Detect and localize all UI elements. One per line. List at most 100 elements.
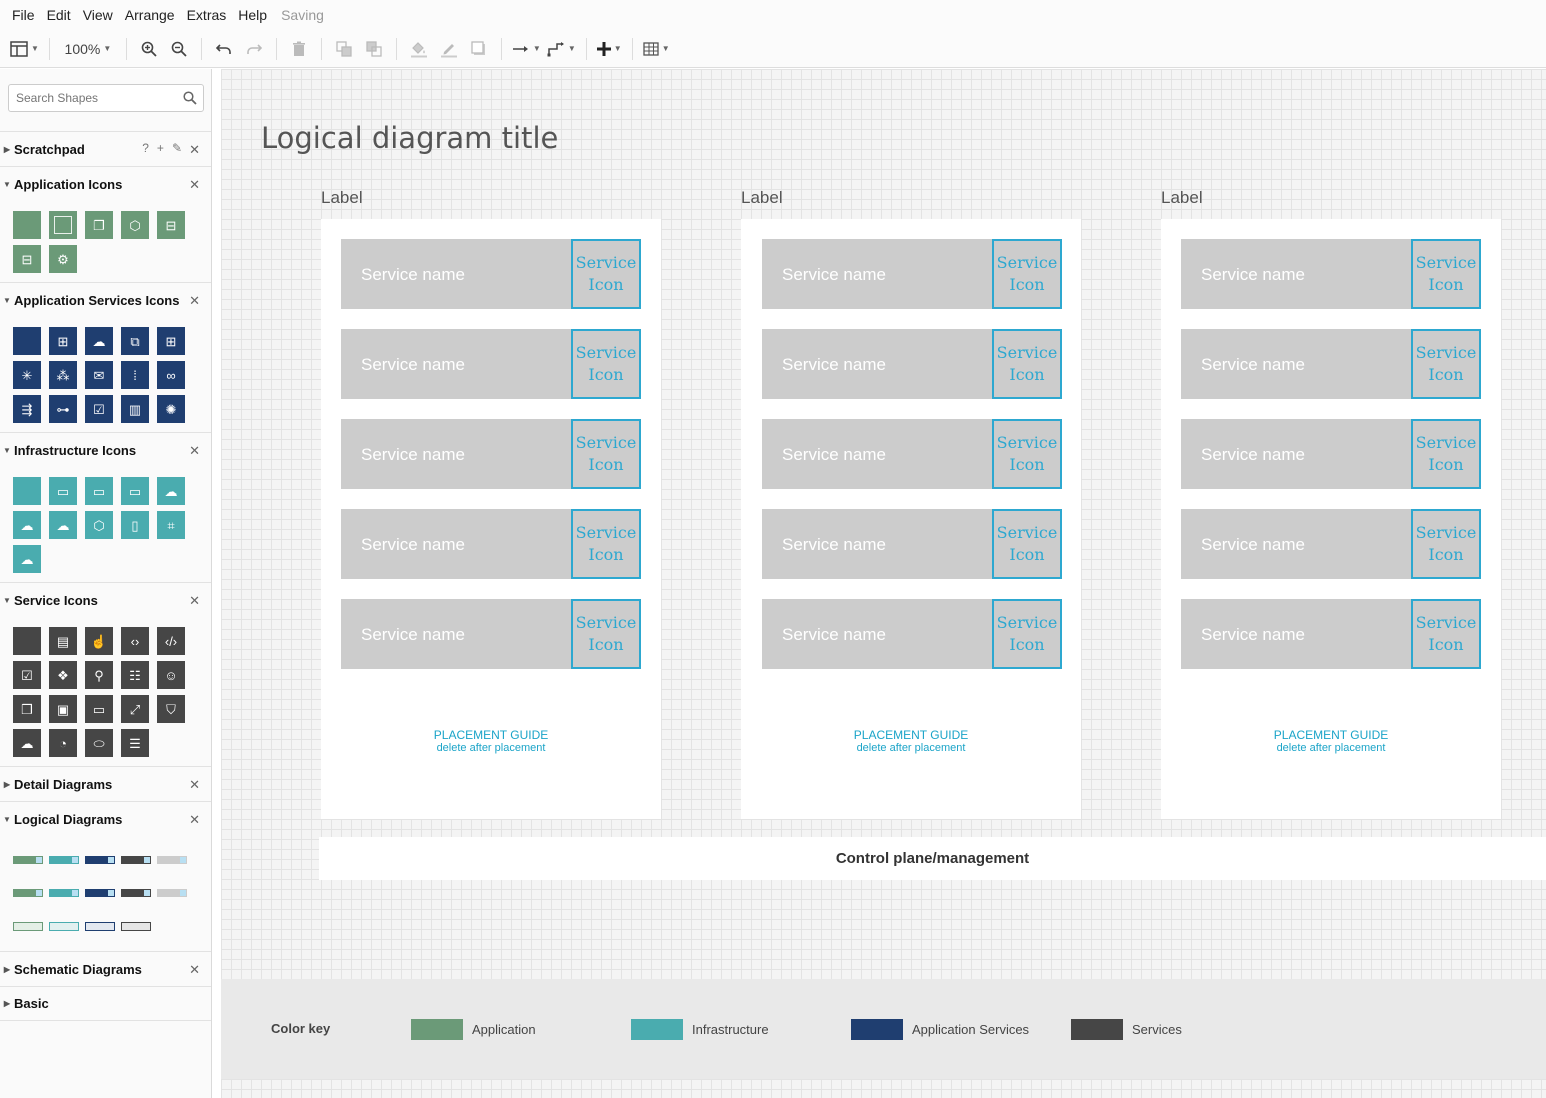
infrastructure-devices-shape[interactable]: ▯ (121, 511, 149, 539)
zoom-out-button[interactable] (167, 35, 191, 63)
section-application-services-icons[interactable]: ▼ Application Services Icons ✕ (0, 282, 211, 317)
column-label[interactable]: Label (321, 188, 363, 207)
application-component-shape[interactable]: ⊟ (13, 245, 41, 273)
to-back-button[interactable] (362, 35, 386, 63)
service-book-shape[interactable]: ❒ (13, 695, 41, 723)
section-scratchpad[interactable]: ▶ Scratchpad ? + ✎ ✕ (0, 131, 211, 166)
logical-bar-generic[interactable] (157, 856, 187, 864)
close-icon[interactable]: ✕ (189, 177, 200, 192)
service-monitor-shape[interactable]: ▣ (49, 695, 77, 723)
app-services-binary-shape[interactable]: ⁞ (121, 361, 149, 389)
service-code-shape[interactable]: ‹› (121, 627, 149, 655)
service-disk-shape[interactable]: ⬭ (85, 729, 113, 757)
section-logical-diagrams[interactable]: ▼ Logical Diagrams ✕ (0, 801, 211, 836)
column-label[interactable]: Label (1161, 188, 1203, 207)
shadow-button[interactable] (467, 35, 491, 63)
redo-button[interactable] (242, 35, 266, 63)
service-database-shape[interactable]: ☰ (121, 729, 149, 757)
close-icon[interactable]: ✕ (189, 593, 200, 608)
menu-extras[interactable]: Extras (186, 7, 227, 23)
service-team-shape[interactable]: ☷ (121, 661, 149, 689)
application-hexagon-shape[interactable]: ⬡ (121, 211, 149, 239)
application-gear-shape[interactable]: ⚙ (49, 245, 77, 273)
service-cubes-shape[interactable]: ❖ (49, 661, 77, 689)
service-shape[interactable] (13, 627, 41, 655)
column-label[interactable]: Label (741, 188, 783, 207)
service-bar-shape[interactable]: ▭ (85, 695, 113, 723)
menu-file[interactable]: File (12, 7, 35, 23)
logical-bar-infrastructure[interactable] (49, 856, 79, 864)
close-icon[interactable]: ✕ (189, 293, 200, 308)
line-color-button[interactable] (437, 35, 461, 63)
control-plane-bar[interactable]: Control plane/management (319, 837, 1546, 880)
logical-bar-application-alt[interactable] (13, 889, 43, 897)
infrastructure-cloud-shape[interactable]: ☁ (157, 477, 185, 505)
service-user-shape[interactable]: ☺ (157, 661, 185, 689)
service-gauge-shape[interactable]: ◔ (49, 729, 77, 757)
app-services-circuit-shape[interactable]: ⧉ (121, 327, 149, 355)
menu-view[interactable]: View (82, 7, 113, 23)
zoom-dropdown[interactable]: 100% ▼ (60, 35, 116, 63)
infrastructure-hexagon-shape[interactable]: ⬡ (85, 511, 113, 539)
app-services-tree-shape[interactable]: ⊶ (49, 395, 77, 423)
logical-bar-application[interactable] (13, 856, 43, 864)
infrastructure-shape[interactable] (13, 477, 41, 505)
edit-icon[interactable]: ✎ (171, 141, 182, 155)
close-icon[interactable]: ✕ (189, 962, 200, 977)
app-services-brain-shape[interactable]: ✺ (157, 395, 185, 423)
logical-bar-generic-alt[interactable] (157, 889, 187, 897)
section-basic[interactable]: ▶ Basic (0, 986, 211, 1021)
app-services-link-shape[interactable]: ∞ (157, 361, 185, 389)
infrastructure-edge-cloud-shape[interactable]: ☁ (13, 545, 41, 573)
application-module-shape[interactable]: ⊟ (157, 211, 185, 239)
zoom-in-button[interactable] (137, 35, 161, 63)
insert-button[interactable]: ▼ (596, 35, 622, 63)
to-front-button[interactable] (332, 35, 356, 63)
logical-outline-app-services[interactable] (85, 922, 115, 931)
close-icon[interactable]: ✕ (189, 142, 200, 157)
infrastructure-hybrid-cloud-shape[interactable]: ☁ (49, 511, 77, 539)
logical-outline-infrastructure[interactable] (49, 922, 79, 931)
diagram-title[interactable]: Logical diagram title (261, 121, 559, 155)
search-shapes-input[interactable] (9, 85, 179, 111)
service-cloud-search-shape[interactable]: ☁ (13, 729, 41, 757)
waypoints-button[interactable]: ▼ (547, 35, 576, 63)
app-services-shape[interactable] (13, 327, 41, 355)
menu-help[interactable]: Help (238, 7, 268, 23)
section-service-icons[interactable]: ▼ Service Icons ✕ (0, 582, 211, 617)
undo-button[interactable] (212, 35, 236, 63)
logical-bar-app-services[interactable] (85, 856, 115, 864)
logical-outline-services[interactable] (121, 922, 151, 931)
infrastructure-chip-shape[interactable]: ⌗ (157, 511, 185, 539)
logical-bar-infrastructure-alt[interactable] (49, 889, 79, 897)
service-touch-shape[interactable]: ☝ (85, 627, 113, 655)
section-application-icons[interactable]: ▼ Application Icons ✕ (0, 166, 211, 201)
format-panel-button[interactable]: ▼ (10, 35, 39, 63)
service-search-shape[interactable]: ⚲ (85, 661, 113, 689)
app-services-chart-shape[interactable]: ▥ (121, 395, 149, 423)
connection-style-button[interactable]: ▼ (512, 35, 541, 63)
app-services-network-shape[interactable]: ✳ (13, 361, 41, 389)
section-detail-diagrams[interactable]: ▶ Detail Diagrams ✕ (0, 766, 211, 801)
